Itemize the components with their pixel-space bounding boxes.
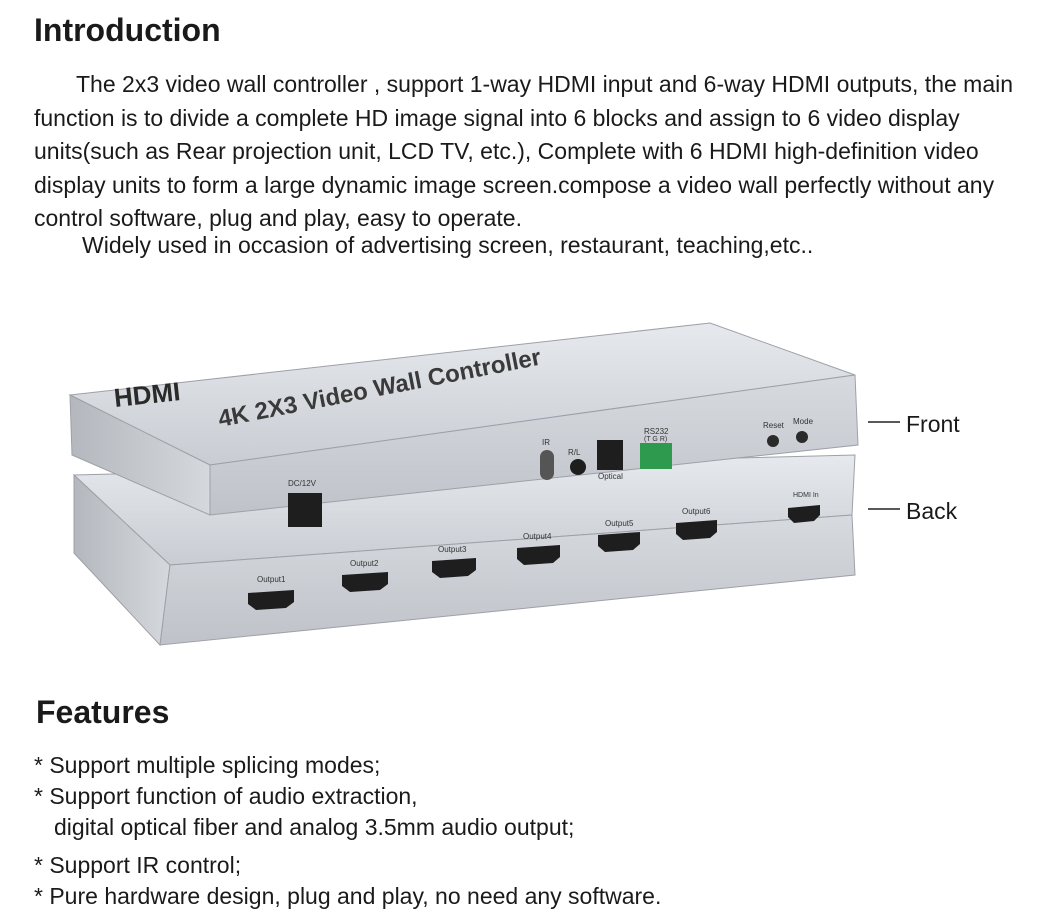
output2-label: Output2 [350,559,379,568]
ir-window [540,450,554,480]
feature-item-2: * Support function of audio extraction, [34,783,418,809]
intro-paragraph: The 2x3 video wall controller , support … [34,68,1044,236]
reset-button [767,435,779,447]
feature-item-3: * Support IR control; [34,852,242,878]
reset-label: Reset [763,421,785,430]
hdmi-in-label: HDMI In [793,492,819,499]
output4-port [517,545,560,565]
output3-port [432,558,476,578]
ir-label: IR [542,438,550,447]
feature-item-1: * Support multiple splicing modes; [34,752,381,778]
feature-item-2-cont: digital optical fiber and analog 3.5mm a… [54,814,575,840]
output6-port [676,520,717,540]
output3-label: Output3 [438,545,467,554]
output1-label: Output1 [257,575,286,584]
back-callout: Back [906,498,958,524]
rl-label: R/L [568,448,581,457]
front-panel-ports: IR R/L Optical RS232 (T G R) Reset Mode [540,417,814,481]
mode-button [796,431,808,443]
dc-label: DC/12V [288,479,317,488]
rs232-label: RS232 [644,427,669,436]
intro-title: Introduction [34,12,221,48]
output6-label: Output6 [682,507,711,516]
back-panel-ports: DC/12V HDMI In Output1 Output2 Output3 O… [248,479,820,610]
dc-power-jack [288,493,322,527]
audio-jack [570,459,586,475]
output1-port [248,590,294,610]
output2-port [342,572,388,592]
front-unit [68,322,859,516]
output5-port [598,532,640,552]
output5-label: Output5 [605,519,634,528]
product-figure: HDMI 4K 2X3 Video Wall Controller IR R/L… [60,315,990,655]
feature-item-4: * Pure hardware design, plug and play, n… [34,883,662,909]
hdmi-logo: HDMI [112,376,181,413]
rs232-terminal [640,443,672,469]
rs232-pins-label: (T G R) [644,436,667,443]
intro-usage: Widely used in occasion of advertising s… [82,232,814,258]
mode-label: Mode [793,417,814,426]
optical-port [597,440,623,470]
intro-paragraph-text: The 2x3 video wall controller , support … [34,71,1014,231]
hdmi-in-port [788,505,820,523]
video-wall-controller-illustration: HDMI 4K 2X3 Video Wall Controller IR R/L… [68,322,960,647]
output4-label: Output4 [523,532,552,541]
optical-label: Optical [598,472,623,481]
features-title: Features [36,694,170,730]
front-callout: Front [906,411,960,437]
